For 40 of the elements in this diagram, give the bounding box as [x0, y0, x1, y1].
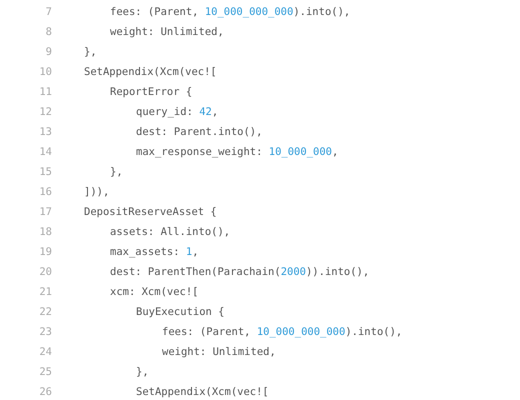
code-line: assets: All.into(), — [110, 225, 230, 240]
line-number: 24 — [39, 345, 52, 360]
code-line: SetAppendix(Xcm(vec![ — [136, 385, 269, 400]
line-number: 10 — [39, 65, 52, 80]
line-number: 13 — [39, 125, 52, 140]
code-line: ])), — [84, 185, 110, 200]
line-number: 12 — [39, 105, 52, 120]
line-number: 15 — [39, 165, 52, 180]
line-number: 26 — [39, 385, 52, 400]
code-line: query_id: 42, — [136, 105, 218, 120]
code-line: BuyExecution { — [136, 305, 225, 320]
code-line: }, — [110, 165, 123, 180]
code-line: SetAppendix(Xcm(vec![ — [84, 65, 217, 80]
code-line: fees: (Parent, 10_000_000_000).into(), — [110, 5, 350, 20]
line-number: 16 — [39, 185, 52, 200]
code-line: fees: (Parent, 10_000_000_000).into(), — [162, 325, 402, 340]
line-number: 19 — [39, 245, 52, 260]
code-line: dest: ParentThen(Parachain(2000)).into(), — [110, 265, 370, 280]
line-number: 18 — [39, 225, 52, 240]
code-line: }, — [136, 365, 149, 380]
line-number: 8 — [46, 25, 52, 40]
line-number: 23 — [39, 325, 52, 340]
code-line: weight: Unlimited, — [110, 25, 224, 40]
code-line: dest: Parent.into(), — [136, 125, 262, 140]
line-number: 22 — [39, 305, 52, 320]
code-line: max_response_weight: 10_000_000, — [136, 145, 338, 160]
code-line: ReportError { — [110, 85, 192, 100]
line-number: 20 — [39, 265, 52, 280]
line-number: 9 — [46, 45, 52, 60]
code-line: weight: Unlimited, — [162, 345, 276, 360]
code-line: }, — [84, 45, 97, 60]
code-line: xcm: Xcm(vec![ — [110, 285, 199, 300]
line-number: 21 — [39, 285, 52, 300]
code-line: max_assets: 1, — [110, 245, 199, 260]
line-number: 25 — [39, 365, 52, 380]
code-line: DepositReserveAsset { — [84, 205, 217, 220]
line-number: 11 — [39, 85, 52, 100]
line-number: 7 — [46, 5, 52, 20]
line-number: 17 — [39, 205, 52, 220]
line-number: 14 — [39, 145, 52, 160]
